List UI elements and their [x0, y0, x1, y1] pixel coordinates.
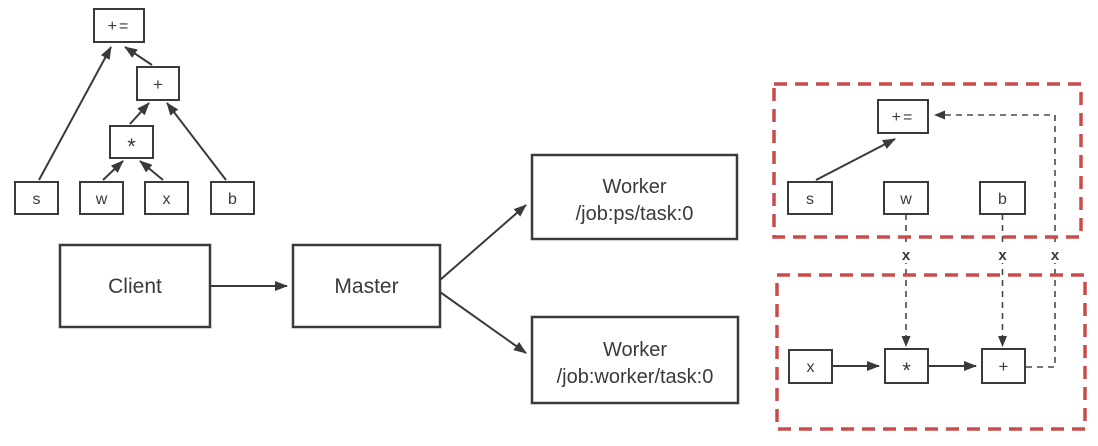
cut-b-mask — [993, 246, 1012, 263]
worker-partition-region — [775, 273, 1087, 431]
cut-w-mask — [897, 246, 915, 263]
node-accum-box — [93, 8, 145, 43]
edge-b-to-add — [166, 102, 227, 181]
ps-node-s-box — [787, 181, 833, 215]
ps-node-w: w — [883, 181, 929, 215]
master-box: Master — [291, 243, 442, 329]
node-b-label: b — [228, 191, 237, 208]
worker-node-mul-label: * — [902, 358, 911, 383]
edge-s-to-accum-ps — [815, 138, 896, 181]
worker-worker-name: Worker — [603, 339, 667, 361]
node-x-box — [144, 181, 189, 215]
edge-master-to-worker-ps — [439, 204, 527, 281]
worker-node-x-box — [788, 349, 833, 384]
ps-node-w-box — [883, 181, 929, 215]
node-x-label: x — [163, 191, 171, 208]
client-box: Client — [58, 243, 212, 329]
ps-node-w-label: w — [899, 191, 912, 208]
node-accum: += — [93, 8, 145, 43]
worker-ps-name: Worker — [602, 176, 666, 198]
worker-worker-device: /job:worker/task:0 — [557, 366, 714, 388]
ps-node-b: b — [979, 181, 1026, 215]
node-mul: * — [109, 125, 154, 159]
node-mul-label: * — [127, 134, 136, 159]
edge-s-to-accum — [38, 46, 112, 181]
worker-node-mul: * — [884, 348, 929, 384]
worker-node-add-box — [981, 348, 1026, 384]
worker-node-mul-box — [884, 348, 929, 384]
master-label: Master — [334, 275, 398, 298]
worker-node-add: + — [981, 348, 1026, 384]
worker-ps-box: Worker /job:ps/task:0 — [530, 153, 739, 241]
node-w: w — [79, 181, 124, 215]
node-s: s — [14, 181, 59, 215]
master-box-rect — [291, 243, 442, 329]
ps-node-s-label: s — [806, 191, 814, 208]
worker-worker-rect — [530, 315, 740, 405]
node-s-box — [14, 181, 59, 215]
client-label: Client — [108, 275, 162, 298]
ps-node-s: s — [787, 181, 833, 215]
worker-ps-device: /job:ps/task:0 — [576, 203, 694, 225]
node-x: x — [144, 181, 189, 215]
worker-node-x-label: x — [807, 359, 815, 376]
cross-device-edges — [901, 110, 1056, 368]
worker-ps-rect — [530, 153, 739, 241]
node-b: b — [210, 181, 255, 215]
worker-node-x: x — [788, 349, 833, 384]
node-add: + — [136, 66, 180, 101]
node-s-label: s — [33, 191, 41, 208]
cut-feedback-mask — [1046, 246, 1064, 263]
runtime-pipeline: Client Master Worker /job:ps/task:0 Work… — [58, 153, 740, 405]
edge-add-to-accum — [124, 46, 153, 66]
ps-node-b-label: b — [998, 191, 1007, 208]
node-add-label: + — [153, 75, 163, 94]
node-w-label: w — [95, 191, 108, 208]
cut-edge-markers: x x x — [897, 246, 1064, 264]
ps-partition: += s w b — [772, 82, 1083, 239]
ps-node-b-box — [979, 181, 1026, 215]
client-graph: += + * s w x b — [14, 8, 255, 215]
client-box-rect — [58, 243, 212, 329]
cut-feedback-label: x — [1051, 247, 1060, 264]
ps-node-accum-box — [877, 99, 929, 134]
node-mul-box — [109, 125, 154, 159]
edge-mul-to-add — [129, 102, 150, 125]
cut-b-label: x — [998, 247, 1007, 264]
node-add-box — [136, 66, 180, 101]
node-b-box — [210, 181, 255, 215]
ps-partition-region — [772, 82, 1083, 239]
edge-master-to-worker-worker — [439, 291, 527, 354]
edge-add-to-accum-feedback — [934, 110, 1056, 368]
ps-node-accum: += — [877, 99, 929, 134]
worker-node-add-label: + — [999, 357, 1009, 376]
edge-x-to-mul — [139, 160, 164, 181]
node-w-box — [79, 181, 124, 215]
ps-node-accum-label: += — [892, 109, 915, 126]
node-accum-label: += — [108, 18, 131, 35]
worker-worker-box: Worker /job:worker/task:0 — [530, 315, 740, 405]
cut-w-label: x — [902, 247, 911, 264]
edge-w-to-mul — [102, 160, 124, 181]
worker-partition: x * + — [775, 273, 1087, 431]
